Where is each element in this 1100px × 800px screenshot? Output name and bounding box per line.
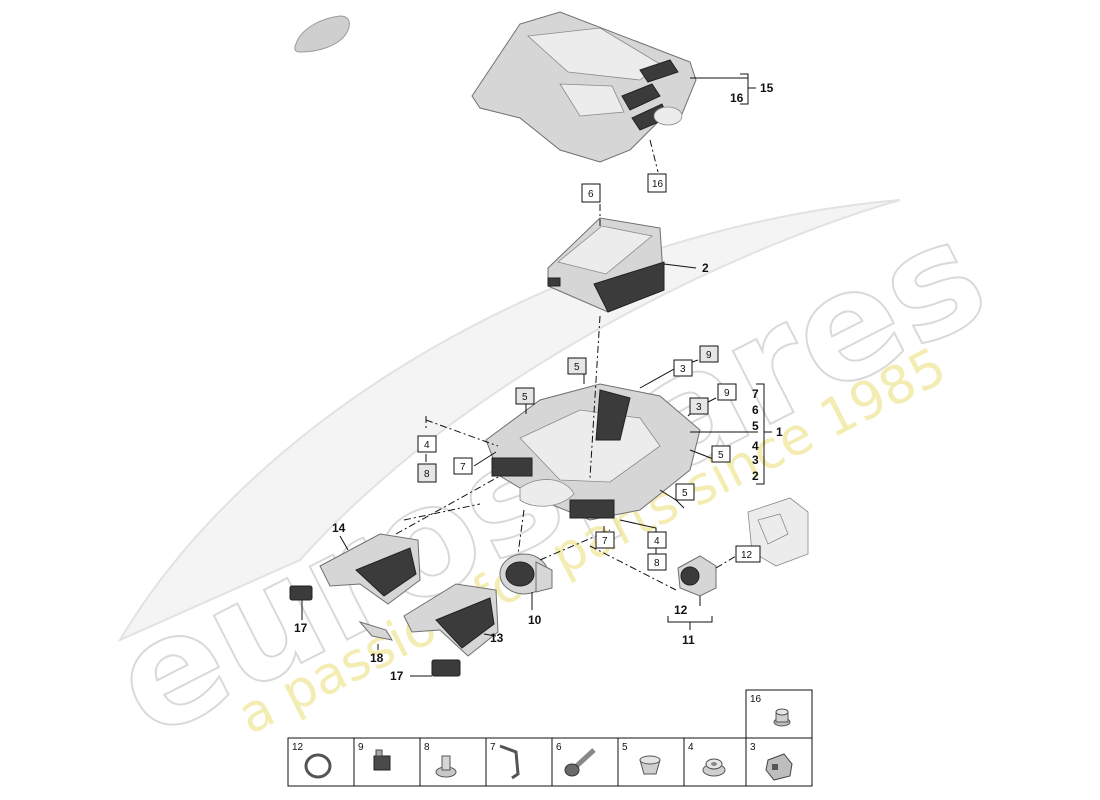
o-ring-icon bbox=[304, 753, 332, 779]
tag-4: 4 bbox=[417, 435, 437, 453]
svg-text:16: 16 bbox=[750, 694, 762, 705]
stack-num: 7 bbox=[752, 387, 759, 401]
car-silhouette-icon bbox=[294, 15, 350, 53]
svg-text:8: 8 bbox=[424, 742, 430, 753]
svg-text:6: 6 bbox=[556, 742, 562, 753]
callout-18: 18 bbox=[370, 651, 384, 665]
callout-15: 15 bbox=[760, 81, 774, 95]
rubber-buffer-icon bbox=[639, 755, 661, 775]
intake-hose bbox=[499, 553, 553, 595]
svg-text:5: 5 bbox=[718, 450, 724, 461]
stack-num: 2 bbox=[752, 469, 759, 483]
tag-5: 5 bbox=[567, 357, 587, 375]
thumbnail-cell: 8 bbox=[419, 737, 487, 787]
svg-text:8: 8 bbox=[424, 469, 430, 480]
callout-2: 2 bbox=[702, 261, 709, 275]
thumbnail-cell: 4 bbox=[683, 737, 747, 787]
wire-clip-icon bbox=[499, 744, 520, 780]
tag-7: 7 bbox=[595, 531, 615, 549]
svg-text:3: 3 bbox=[696, 402, 702, 413]
svg-text:4: 4 bbox=[654, 536, 660, 547]
svg-text:4: 4 bbox=[688, 742, 694, 753]
callout-13: 13 bbox=[490, 631, 504, 645]
tag-5: 5 bbox=[711, 445, 731, 463]
tag-12: 12 bbox=[735, 545, 761, 563]
clip-nut-icon bbox=[373, 749, 391, 771]
intake-duct-14 bbox=[319, 533, 421, 605]
tag-6: 6 bbox=[581, 183, 601, 203]
stack-num: 4 bbox=[752, 439, 759, 453]
thumbnail-cell: 3 bbox=[745, 737, 813, 787]
thumbnail-cell: 16 bbox=[745, 689, 813, 739]
engine-block-fragment bbox=[747, 497, 809, 567]
engine-cover bbox=[471, 11, 697, 163]
tag-9: 9 bbox=[717, 383, 737, 401]
tag-7: 7 bbox=[453, 457, 473, 475]
svg-text:8: 8 bbox=[654, 558, 660, 569]
callout-10: 10 bbox=[528, 613, 542, 627]
thumbnail-cell: 9 bbox=[353, 737, 421, 787]
svg-text:3: 3 bbox=[750, 742, 756, 753]
tag-9: 9 bbox=[699, 345, 719, 363]
svg-text:5: 5 bbox=[574, 362, 580, 373]
stack-num: 3 bbox=[752, 453, 759, 467]
svg-text:4: 4 bbox=[424, 440, 430, 451]
svg-text:7: 7 bbox=[602, 536, 608, 547]
tag-5: 5 bbox=[515, 387, 535, 405]
clip-18 bbox=[358, 621, 394, 641]
intake-duct-13 bbox=[403, 583, 499, 657]
svg-text:9: 9 bbox=[358, 742, 364, 753]
tag-3: 3 bbox=[673, 359, 693, 377]
svg-text:7: 7 bbox=[490, 742, 496, 753]
svg-text:12: 12 bbox=[292, 742, 304, 753]
parts-thumbnail-table: 16 12 9 8 bbox=[287, 689, 813, 787]
svg-text:6: 6 bbox=[588, 189, 594, 200]
svg-text:3: 3 bbox=[680, 364, 686, 375]
thumbnail-cell: 7 bbox=[485, 737, 553, 787]
stack-num: 5 bbox=[752, 419, 759, 433]
insulation-cover bbox=[547, 217, 665, 313]
screw-icon bbox=[564, 748, 596, 777]
thumbnail-cell: 12 bbox=[287, 737, 355, 787]
svg-text:9: 9 bbox=[706, 350, 712, 361]
callout-17-lower: 17 bbox=[390, 669, 404, 683]
svg-text:7: 7 bbox=[460, 462, 466, 473]
svg-text:9: 9 bbox=[724, 388, 730, 399]
tag-4: 4 bbox=[647, 531, 667, 549]
tag-16: 16 bbox=[647, 173, 667, 193]
callout-14: 14 bbox=[332, 521, 346, 535]
callout-12: 12 bbox=[674, 603, 688, 617]
svg-text:5: 5 bbox=[622, 742, 628, 753]
watermark-swoosh bbox=[117, 199, 901, 643]
callout-11: 11 bbox=[682, 633, 695, 647]
seal-17-lower bbox=[431, 659, 461, 677]
push-rivet-icon bbox=[435, 755, 457, 778]
throttle-adapter bbox=[677, 555, 717, 597]
thumbnail-cell: 5 bbox=[617, 737, 685, 787]
grommet-icon bbox=[773, 708, 791, 727]
tag-8: 8 bbox=[647, 553, 667, 571]
callout-stack: 7 6 5 4 3 2 bbox=[752, 387, 759, 483]
stack-num: 6 bbox=[752, 403, 759, 417]
svg-text:5: 5 bbox=[522, 392, 528, 403]
callout-16: 16 bbox=[730, 91, 744, 105]
svg-text:5: 5 bbox=[682, 488, 688, 499]
boxed-tags: 16 6 5 5 3 9 9 3 bbox=[417, 173, 761, 571]
svg-text:16: 16 bbox=[652, 179, 664, 190]
bracket-clip-icon bbox=[765, 753, 793, 781]
tag-3: 3 bbox=[689, 397, 709, 415]
callout-17-upper: 17 bbox=[294, 621, 308, 635]
callout-1: 1 bbox=[776, 425, 783, 439]
seal-17-upper bbox=[289, 585, 313, 601]
svg-text:12: 12 bbox=[741, 550, 753, 561]
callout-numbers: 15 16 2 1 14 10 12 11 13 17 18 17 bbox=[294, 81, 783, 683]
tag-5: 5 bbox=[675, 483, 695, 501]
tag-8: 8 bbox=[417, 463, 437, 483]
air-filter-housing bbox=[485, 383, 701, 521]
grommet-ring-icon bbox=[702, 758, 726, 777]
thumbnail-cell: 6 bbox=[551, 737, 619, 787]
